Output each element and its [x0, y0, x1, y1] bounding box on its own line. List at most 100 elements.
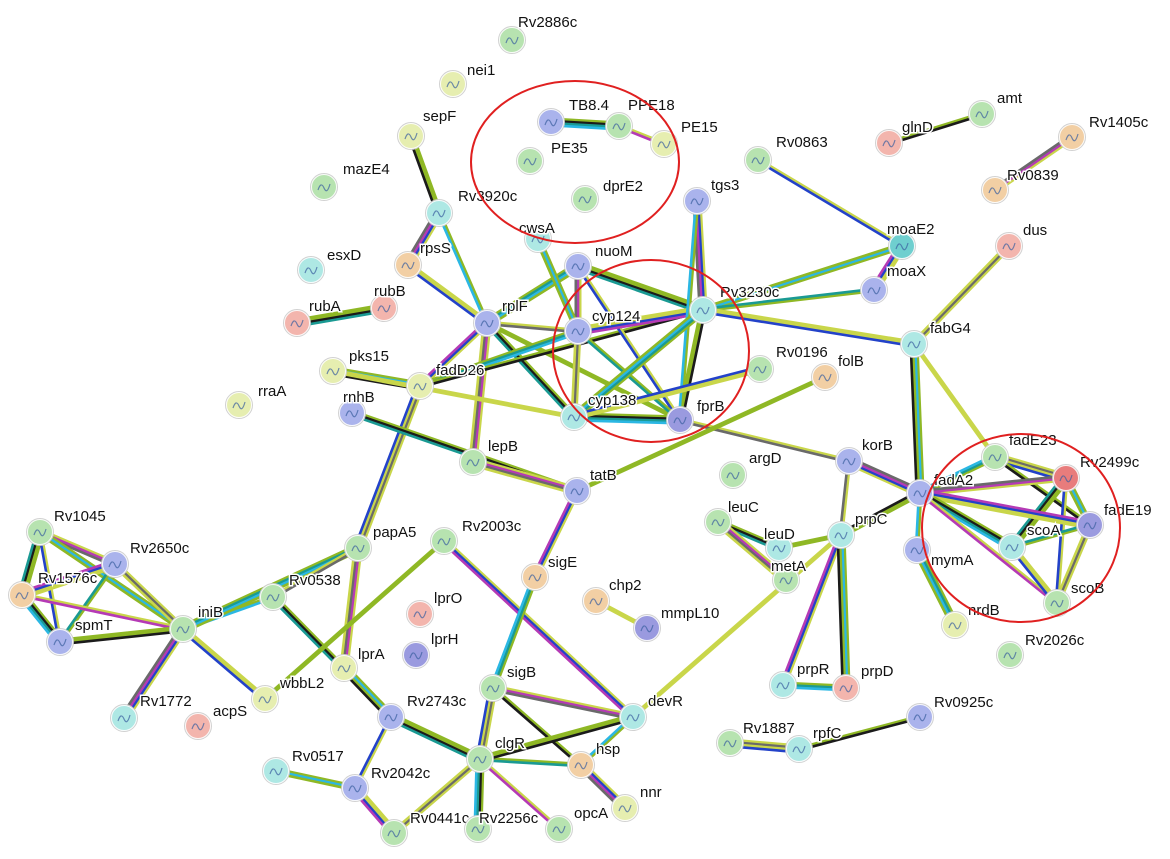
node-opcA[interactable]: opcA: [545, 804, 610, 843]
node-PPE18[interactable]: PPE18: [605, 96, 676, 140]
node-Rv0441c[interactable]: Rv0441c: [380, 809, 471, 847]
node-label: Rv0441c: [410, 810, 470, 827]
protein-structure-icon: [53, 638, 67, 647]
node-Rv2256c[interactable]: Rv2256c: [464, 809, 540, 843]
node-leuC[interactable]: leuC: [704, 498, 761, 536]
node-label: PPE18: [628, 97, 675, 114]
node-outline: [968, 100, 996, 128]
node-fadE19[interactable]: fadE19: [1076, 501, 1153, 539]
node-cwsA[interactable]: cwsA: [518, 219, 556, 253]
node-rubA[interactable]: rubA: [283, 297, 342, 337]
node-tgs3[interactable]: tgs3: [683, 176, 741, 215]
node-mymA[interactable]: mymA: [903, 536, 975, 571]
node-scoB[interactable]: scoB: [1043, 579, 1106, 617]
node-nuoM[interactable]: nuoM: [564, 242, 634, 280]
node-prpD[interactable]: prpD: [832, 662, 895, 702]
node-dprE2[interactable]: dprE2: [571, 177, 645, 213]
node-Rv0839[interactable]: Rv0839: [981, 166, 1060, 204]
node-rpfC[interactable]: rpfC: [785, 724, 843, 763]
node-Rv0863[interactable]: Rv0863: [744, 133, 829, 174]
node-mazE4[interactable]: mazE4: [310, 160, 391, 201]
node-iniB[interactable]: iniB: [169, 603, 225, 643]
node-cyp124[interactable]: cyp124: [564, 307, 642, 345]
node-pks15[interactable]: pks15: [319, 347, 391, 385]
node-Rv1772[interactable]: Rv1772: [110, 692, 193, 732]
node-acpS[interactable]: acpS: [184, 702, 249, 740]
node-clgR[interactable]: clgR: [466, 734, 527, 773]
node-Rv1576c[interactable]: Rv1576c: [8, 569, 99, 609]
node-Rv0517[interactable]: Rv0517: [262, 747, 345, 785]
node-dus[interactable]: dus: [995, 221, 1049, 260]
node-esxD[interactable]: esxD: [297, 246, 363, 284]
node-prpR[interactable]: prpR: [769, 660, 831, 699]
node-label: dprE2: [603, 178, 643, 195]
node-papA5[interactable]: papA5: [344, 523, 418, 562]
node-outline: [524, 225, 552, 253]
node-chp2[interactable]: chp2: [582, 576, 643, 615]
node-sigE[interactable]: sigE: [521, 553, 579, 591]
node-Rv2003c[interactable]: Rv2003c: [430, 517, 523, 555]
node-Rv2026c[interactable]: Rv2026c: [996, 631, 1086, 669]
node-argD[interactable]: argD: [719, 449, 783, 489]
node-Rv3230c[interactable]: Rv3230c: [689, 283, 781, 324]
node-cyp138[interactable]: cyp138: [560, 391, 638, 431]
node-rpsS[interactable]: rpsS: [394, 239, 452, 279]
node-Rv1045[interactable]: Rv1045: [26, 507, 107, 546]
node-metA[interactable]: metA: [770, 557, 808, 594]
node-Rv0925c[interactable]: Rv0925c: [906, 693, 995, 731]
node-nrdB[interactable]: nrdB: [941, 601, 1001, 639]
node-outline: [169, 615, 197, 643]
protein-structure-icon: [895, 242, 909, 251]
node-korB[interactable]: korB: [835, 436, 894, 475]
node-mmpL10[interactable]: mmpL10: [633, 604, 721, 642]
node-PE35[interactable]: PE35: [516, 139, 589, 175]
node-Rv2042c[interactable]: Rv2042c: [341, 764, 432, 802]
node-Rv1405c[interactable]: Rv1405c: [1058, 113, 1150, 151]
node-label: Rv1772: [140, 693, 192, 710]
node-outline: [184, 712, 212, 740]
node-moaX[interactable]: moaX: [860, 262, 928, 304]
node-moaE2[interactable]: moaE2: [886, 220, 936, 260]
node-wbbL2[interactable]: wbbL2: [251, 674, 326, 713]
node-TB8.4[interactable]: TB8.4: [537, 96, 611, 136]
node-folB[interactable]: folB: [811, 352, 865, 391]
node-glnD[interactable]: glnD: [875, 118, 935, 157]
node-fadD26[interactable]: fadD26: [406, 361, 486, 400]
node-hsp[interactable]: hsp: [567, 740, 622, 779]
node-Rv2499c[interactable]: Rv2499c: [1052, 453, 1141, 492]
node-Rv2886c[interactable]: Rv2886c: [498, 13, 579, 54]
node-spmT[interactable]: spmT: [46, 616, 114, 656]
node-Rv0196[interactable]: Rv0196: [746, 343, 829, 383]
node-sepF[interactable]: sepF: [397, 107, 458, 150]
node-rnhB[interactable]: rnhB: [338, 388, 376, 427]
node-amt[interactable]: amt: [968, 89, 1024, 128]
protein-structure-icon: [531, 235, 545, 244]
node-lprA[interactable]: lprA: [330, 645, 386, 682]
node-fabG4[interactable]: fabG4: [900, 319, 972, 358]
node-Rv0538[interactable]: Rv0538: [259, 571, 342, 611]
node-lepB[interactable]: lepB: [459, 437, 520, 476]
protein-structure-icon: [384, 713, 398, 722]
node-rubB[interactable]: rubB: [370, 282, 407, 322]
node-lprH[interactable]: lprH: [402, 630, 460, 669]
node-prpC[interactable]: prpC: [827, 510, 889, 549]
node-scoA[interactable]: scoA: [998, 521, 1062, 561]
node-sigB[interactable]: sigB: [479, 663, 538, 702]
node-lprO[interactable]: lprO: [406, 589, 464, 628]
node-outline: [402, 641, 430, 669]
node-rraA[interactable]: rraA: [225, 382, 288, 419]
node-tatB[interactable]: tatB: [563, 466, 618, 505]
node-Rv2743c[interactable]: Rv2743c: [377, 692, 468, 731]
node-leuD[interactable]: leuD: [763, 525, 797, 562]
node-label: tgs3: [711, 177, 739, 194]
node-rplF[interactable]: rplF: [473, 297, 529, 337]
node-fprB[interactable]: fprB: [666, 397, 726, 434]
node-nnr[interactable]: nnr: [611, 783, 663, 822]
node-Rv3920c[interactable]: Rv3920c: [425, 187, 519, 227]
highlight-circle-3: [921, 433, 1121, 623]
node-Rv1887[interactable]: Rv1887: [716, 719, 796, 757]
node-Rv2650c[interactable]: Rv2650c: [101, 539, 191, 578]
node-PE15[interactable]: PE15: [650, 118, 719, 158]
node-devR[interactable]: devR: [619, 692, 685, 731]
node-nei1[interactable]: nei1: [439, 61, 497, 98]
